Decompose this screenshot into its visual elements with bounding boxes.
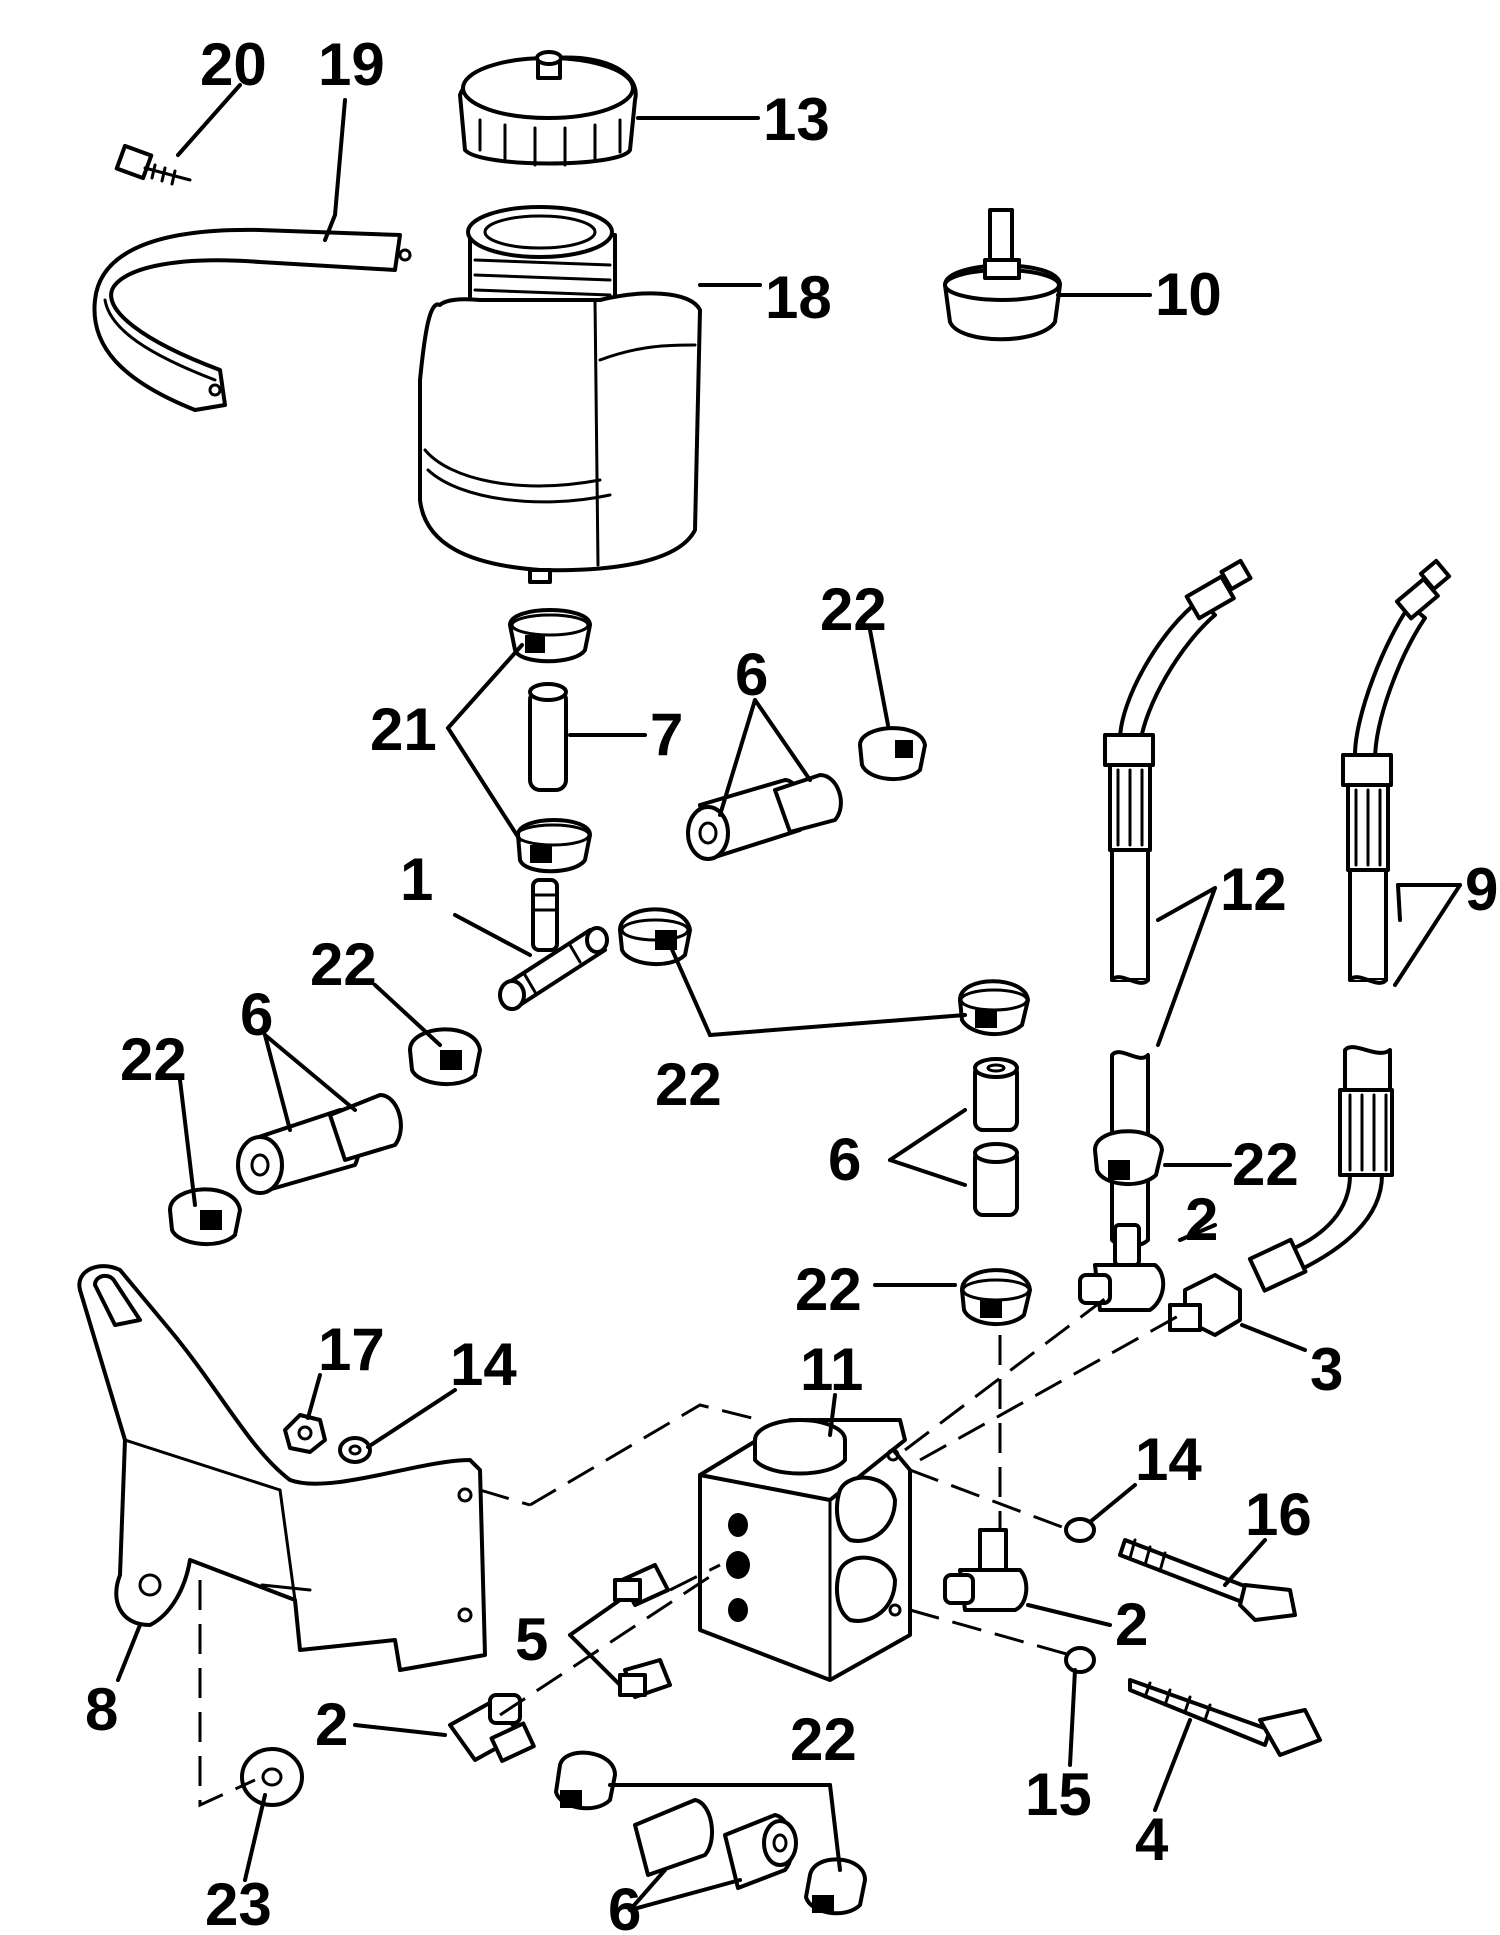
part-10-vent-fitting [943, 208, 1062, 342]
part-9-hose-assembly [1247, 558, 1452, 1293]
part-22-clamp-vertical-lower [960, 1268, 1032, 1327]
label-4: 4 [1135, 1806, 1169, 1873]
label-14-b: 14 [1135, 1426, 1202, 1493]
label-22-b: 22 [310, 931, 377, 998]
part-2-fitting-bottom [448, 1693, 536, 1763]
part-5-fitting-upper [613, 1563, 670, 1607]
part-6-hose-left [236, 1093, 403, 1195]
part-20-screw [114, 143, 192, 186]
label-15: 15 [1025, 1761, 1092, 1828]
part-11-valve-block [698, 1418, 912, 1682]
part-6-hose-upper [686, 773, 843, 861]
label-22-e: 22 [1232, 1131, 1299, 1198]
label-23: 23 [205, 1871, 272, 1935]
part-22-clamp-bottom-right [804, 1857, 867, 1916]
part-13-reservoir-cap [458, 50, 638, 167]
part-22-clamp-left-upper [408, 1027, 482, 1087]
part-7-hose [528, 682, 568, 792]
callout-labels: 20 19 13 18 10 22 6 21 7 1 22 6 22 22 12… [85, 31, 1498, 1935]
part-19-strap [92, 227, 412, 412]
label-22-a: 22 [820, 576, 887, 643]
leader-lines [116, 83, 1462, 1912]
part-1-tee-fitting [498, 878, 609, 1011]
label-1: 1 [400, 846, 433, 913]
label-22-d: 22 [655, 1051, 722, 1118]
label-16: 16 [1245, 1481, 1312, 1548]
part-8-bracket [77, 1264, 487, 1672]
part-22-clamp-mid [618, 907, 692, 967]
part-4-lag-bolt [1128, 1678, 1322, 1757]
part-14-washer-right [1064, 1517, 1096, 1543]
part-16-bolt [1118, 1538, 1297, 1622]
label-7: 7 [650, 701, 683, 768]
part-15-washer [1064, 1646, 1096, 1674]
part-17-nut [283, 1413, 327, 1454]
part-2-elbow-lower [943, 1528, 1029, 1612]
label-21: 21 [370, 696, 437, 763]
part-21-clamp-lower [515, 818, 592, 874]
label-6-d: 6 [608, 1876, 641, 1935]
label-17: 17 [318, 1316, 385, 1383]
part-22-clamp-left-lower [168, 1187, 242, 1247]
label-6-a: 6 [735, 641, 768, 708]
assembly-dashed-lines [198, 1293, 1181, 1808]
label-8: 8 [85, 1676, 118, 1743]
label-2-c: 2 [315, 1691, 348, 1758]
part-5-fitting-lower [618, 1658, 672, 1699]
part-22-clamp-upper-right [858, 726, 927, 782]
label-6-b: 6 [240, 981, 273, 1048]
label-6-c: 6 [828, 1126, 861, 1193]
label-22-c: 22 [120, 1026, 187, 1093]
label-10: 10 [1155, 261, 1222, 328]
part-23-grommet [240, 1747, 304, 1807]
label-9: 9 [1465, 856, 1498, 923]
label-2-b: 2 [1115, 1591, 1148, 1658]
label-19: 19 [318, 31, 385, 98]
part-3-plug-fitting [1168, 1273, 1242, 1337]
part-14-washer-left [338, 1436, 372, 1464]
part-22-clamp-right [1093, 1129, 1164, 1187]
label-22-g: 22 [790, 1706, 857, 1773]
label-22-f: 22 [795, 1256, 862, 1323]
part-18-reservoir [418, 205, 702, 584]
label-3: 3 [1310, 1336, 1343, 1403]
label-20: 20 [200, 31, 267, 98]
part-22-clamp-bottom-left [554, 1750, 617, 1811]
label-13: 13 [763, 86, 830, 153]
part-22-clamp-vertical-upper [958, 979, 1030, 1037]
label-5: 5 [515, 1606, 548, 1673]
label-14-a: 14 [450, 1331, 517, 1398]
label-2-a: 2 [1185, 1186, 1218, 1253]
label-12: 12 [1220, 856, 1287, 923]
part-6-hose-vertical [973, 1057, 1019, 1217]
part-2-elbow-upper [1078, 1223, 1166, 1312]
part-21-clamp-upper [508, 608, 592, 664]
label-11: 11 [800, 1336, 863, 1403]
part-6-hose-bottom [633, 1798, 798, 1890]
label-18: 18 [765, 264, 832, 331]
